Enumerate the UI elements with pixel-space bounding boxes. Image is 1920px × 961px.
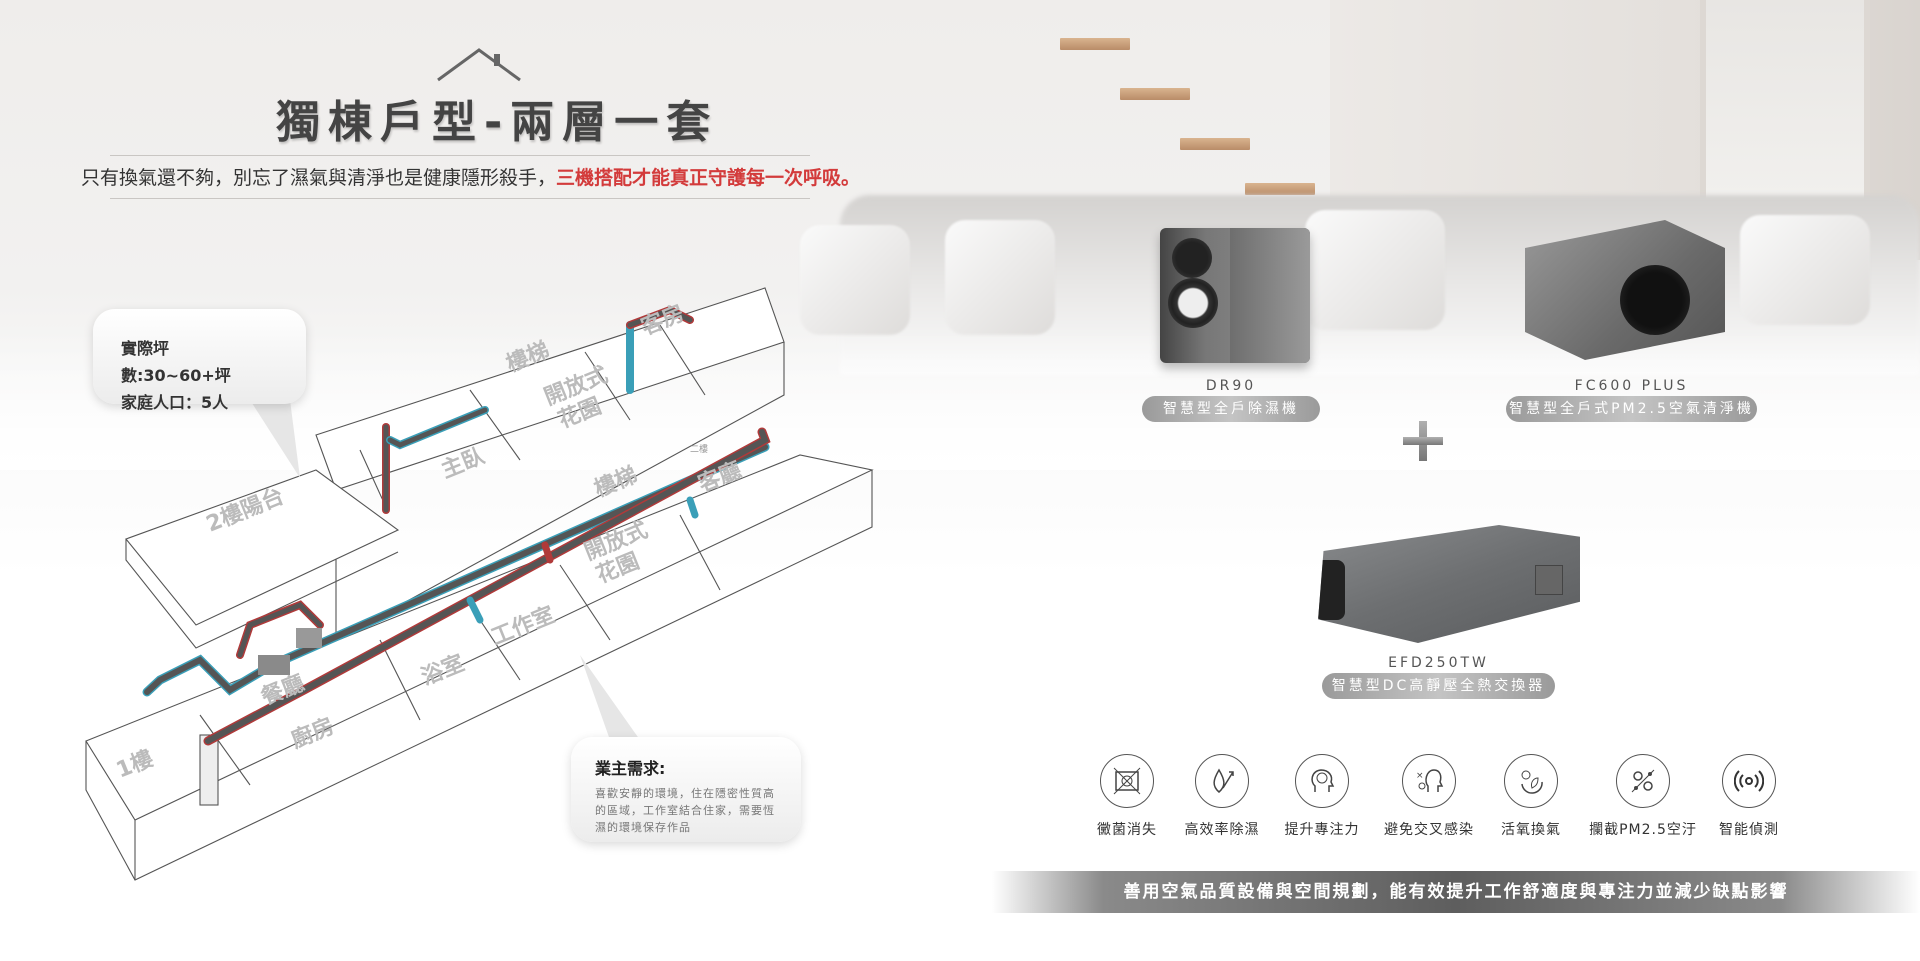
feature-label: 活氧換氣 [1501,822,1561,838]
room-label: 樓梯 [591,462,642,503]
background-stair-step [1180,138,1250,150]
background-stair-step [1120,88,1190,100]
callout-tail [250,400,300,478]
callout-tail [580,655,640,740]
duct-port-icon [1172,238,1212,278]
duct-port-icon [1620,265,1690,335]
floor-tag: 二樓 [690,443,708,455]
plus-icon [1403,421,1443,461]
needs-body: 喜歡安靜的環境，住在隱密性質高的區域，工作室結合住家，需要恆濕的環境保存作品 [595,787,775,834]
sensor-icon [1722,754,1776,808]
efd250tw-name-pill: 智慧型DC高靜壓全熱交換器 [1322,673,1555,699]
feature-label: 攔截PM2.5空汙 [1589,822,1697,838]
background-stair-step [1060,38,1130,50]
fc600-model: FC600 PLUS [1574,378,1689,394]
erv-unit-icon [258,655,290,675]
bacteria-icon [1100,754,1154,808]
divider [110,155,810,156]
dr90-name-pill: 智慧型全戶除濕機 [1142,396,1320,422]
feature-label: 提升專注力 [1284,822,1360,838]
subtitle-text: 只有換氣還不夠，別忘了濕氣與清淨也是健康隱形殺手， [81,167,557,189]
divider [110,198,810,199]
fc600-name-pill: 智慧型全戶式PM2.5空氣清淨機 [1506,396,1757,422]
balcony-wall [125,539,399,649]
subtitle: 只有換氣還不夠，別忘了濕氣與清淨也是健康隱形殺手，三機搭配才能真正守護每一次呼吸… [81,163,860,190]
duct-port-icon [1318,560,1345,620]
fc600-product-image[interactable] [1525,220,1725,360]
dr90-product-image[interactable] [1160,228,1310,363]
background-pillow [945,220,1055,335]
pm25-filter-icon [1616,754,1670,808]
feature-label: 智能偵測 [1719,822,1779,838]
background-stair-step [1245,183,1315,195]
feature-mold: 黴菌消失 [1067,754,1187,839]
feature-pm25: 攔截PM2.5空汙 [1583,754,1703,839]
leaf-cycle-icon [1504,754,1558,808]
duct-junction-icon [296,628,322,648]
page-title: 獨棟戶型-兩層一套 [276,97,719,148]
dr90-model: DR90 [1205,378,1257,394]
background-pillow [800,225,910,335]
feature-label: 黴菌消失 [1097,822,1157,838]
infection-icon: × [1402,754,1456,808]
house-icon [437,48,521,82]
feature-no-infection: × 避免交叉感染 [1369,754,1489,839]
duct-port-icon [1168,278,1218,328]
owner-needs-callout: 業主需求: 喜歡安靜的環境，住在隱密性質高的區域，工作室結合住家，需要恆濕的環境… [571,737,801,842]
floor2-wall [335,342,785,641]
background-pillow [1740,215,1870,325]
bottom-banner: 善用空氣品質設備與空間規劃，能有效提升工作舒適度與專注力並減少缺點影響 [992,871,1920,913]
control-box-icon [1535,565,1563,595]
brain-icon [1295,754,1349,808]
background-pillow [1305,210,1445,330]
feature-label: 避免交叉感染 [1384,822,1474,838]
house-info-callout: 實際坪數:30~60+坪 家庭人口：5人 [93,309,306,412]
balcony-outline [125,469,400,626]
feature-ventilation: 活氧換氣 [1471,754,1591,839]
area-text: 實際坪數:30~60+坪 [121,339,231,385]
feature-label: 高效率除濕 [1184,822,1260,838]
water-drop-icon [1195,754,1249,808]
feature-dehumidify: 高效率除濕 [1162,754,1282,839]
subtitle-highlight: 三機搭配才能真正守護每一次呼吸。 [556,167,861,189]
svg-text:×: × [1416,771,1424,781]
efd250tw-model: EFD250TW [1388,655,1489,671]
feature-focus: 提升專注力 [1262,754,1382,839]
needs-title: 業主需求: [595,759,666,778]
feature-sensor: 智能偵測 [1689,754,1809,839]
household-text: 家庭人口：5人 [121,393,229,412]
